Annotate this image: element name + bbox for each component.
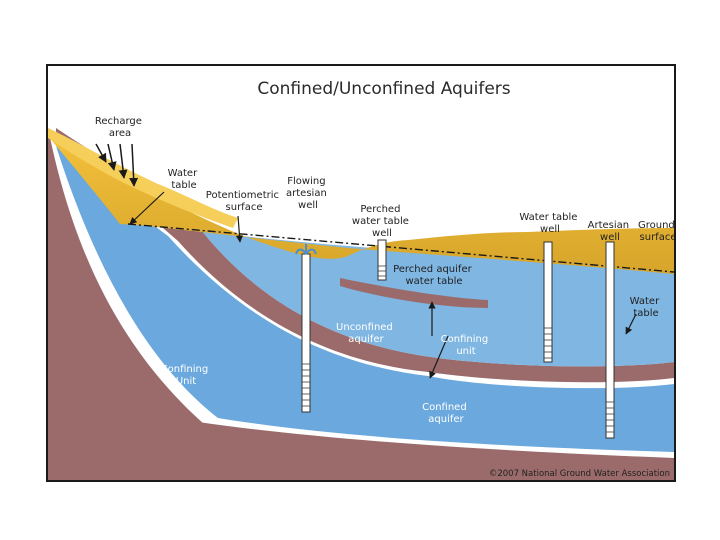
label-water-table-well: Water table well — [519, 212, 580, 235]
label-potentiometric-surface: Potentiometric surface — [206, 190, 282, 213]
label-flowing-artesian-well: Flowing artesian well — [286, 176, 330, 211]
label-artesian-well: Artesian well — [588, 220, 633, 243]
label-confining-unit-left: Confining Unit — [161, 364, 212, 387]
diagram-title: Confined/Unconfined Aquifers — [257, 79, 510, 99]
artesian-well — [605, 241, 615, 439]
diagram-frame: Confined/Unconfined Aquifers Recharge ar… — [46, 64, 676, 482]
confined-aquifer — [56, 146, 674, 452]
water-table-well — [543, 241, 553, 363]
recharge-sand-band — [48, 128, 238, 228]
unsaturated-sand — [48, 128, 674, 274]
recharge-arrows — [95, 143, 139, 187]
label-perched-aquifer-water-table: Perched aquifer water table — [393, 264, 475, 287]
label-perched-water-table-well: Perched water table well — [352, 204, 412, 239]
water-spray-icon — [295, 244, 317, 255]
perched-confining-lens — [340, 278, 488, 308]
label-confining-unit-center: Confining unit — [441, 334, 492, 357]
potentiometric-line — [127, 223, 674, 273]
label-water-table-left: Water table — [168, 168, 201, 191]
label-water-table-right: Water table — [630, 296, 663, 319]
label-ground-surface: Ground surface — [638, 220, 674, 243]
label-unconfined-aquifer: Unconfined aquifer — [336, 322, 396, 345]
pointer-arrows — [129, 191, 637, 379]
confining-unit-base — [48, 128, 218, 480]
flowing-artesian-well — [295, 244, 317, 413]
confining-unit-base-bottom — [198, 422, 674, 480]
aquifer-cross-section: Confined/Unconfined Aquifers Recharge ar… — [48, 79, 674, 480]
label-confined-aquifer: Confined aquifer — [422, 402, 470, 425]
copyright-credit: ©2007 National Ground Water Association — [489, 469, 670, 479]
label-recharge-area: Recharge area — [95, 116, 145, 139]
perched-water-table-well — [377, 239, 387, 281]
